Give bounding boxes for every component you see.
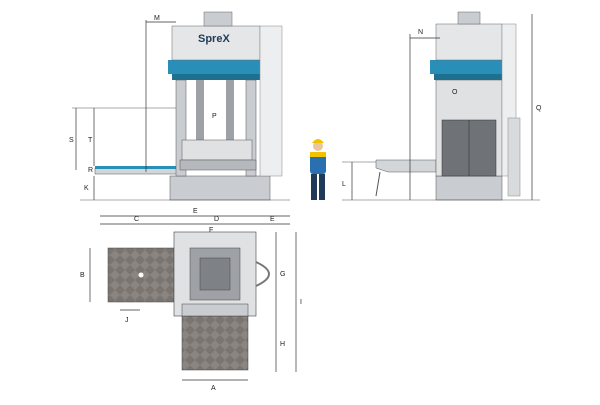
dim-label-m: M xyxy=(154,15,160,22)
front-top-valves xyxy=(203,11,233,27)
side-back-motor xyxy=(507,117,521,197)
dim-label-b: B xyxy=(80,272,85,279)
dim-label-e-right: E xyxy=(270,216,275,223)
brand-logo: SpreX xyxy=(198,33,230,45)
side-blue-beam-base xyxy=(434,74,504,80)
dim-label-k: K xyxy=(84,185,89,192)
plan-hose xyxy=(255,261,270,287)
side-top-housing xyxy=(435,23,503,61)
side-blue-beam xyxy=(430,60,508,74)
plan-press-core xyxy=(199,257,231,291)
front-dimensions: M S T R K P xyxy=(69,15,290,201)
dim-label-j: J xyxy=(125,317,129,324)
front-column-1 xyxy=(196,80,204,150)
dim-label-t: T xyxy=(88,137,93,144)
side-top-valves xyxy=(457,11,481,25)
plan-bottom-mold xyxy=(181,315,249,371)
plan-dimensions: E C D E F B J G I H A xyxy=(80,208,302,392)
plan-bottom-base xyxy=(181,303,249,317)
dim-label-r: R xyxy=(88,167,93,174)
side-dimensions: N O Q L xyxy=(342,14,542,201)
front-back-frame xyxy=(259,25,283,177)
dim-label-d: D xyxy=(214,216,219,223)
front-mold-plate xyxy=(179,159,257,171)
side-table xyxy=(375,159,437,173)
front-column-2 xyxy=(226,80,234,150)
side-base xyxy=(435,175,503,201)
dim-label-p: P xyxy=(212,113,217,120)
front-blue-beam xyxy=(168,60,264,74)
front-base xyxy=(169,175,271,201)
dim-label-l: L xyxy=(342,181,346,188)
front-left-table-top xyxy=(95,166,177,169)
front-top-housing xyxy=(171,25,261,61)
dim-label-g: G xyxy=(280,271,285,278)
front-ram xyxy=(181,139,253,161)
dim-label-c: C xyxy=(134,216,139,223)
side-view: N O Q L xyxy=(342,11,542,201)
front-view: SpreX M S T R K P xyxy=(69,11,290,201)
front-blue-beam-base xyxy=(172,74,260,80)
dim-label-n: N xyxy=(418,29,423,36)
worker-figure xyxy=(310,139,326,200)
dim-label-a: A xyxy=(211,385,216,392)
dim-label-i: I xyxy=(300,299,302,306)
dim-label-f: F xyxy=(209,227,213,234)
dim-label-s: S xyxy=(69,137,74,144)
dim-label-o: O xyxy=(452,89,458,96)
dim-label-h: H xyxy=(280,341,285,348)
plan-view: E C D E F B J G I H A xyxy=(80,208,302,392)
dim-label-q: Q xyxy=(536,105,542,112)
dim-label-e-top: E xyxy=(193,208,198,215)
